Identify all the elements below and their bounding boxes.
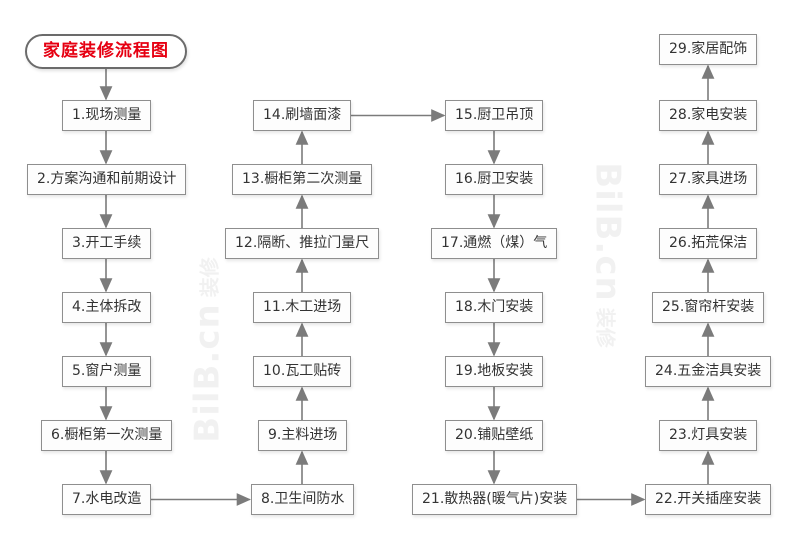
flow-node-n8: 8.卫生间防水	[251, 484, 355, 515]
flow-node-n29: 29.家居配饰	[659, 34, 758, 65]
flow-start-title: 家庭装修流程图	[25, 34, 187, 69]
flow-node-n13: 13.橱柜第二次测量	[232, 164, 373, 195]
watermark-right: BilB.cn 装修	[588, 162, 628, 347]
flow-node-n11: 11.木工进场	[253, 292, 352, 323]
flow-node-n15: 15.厨卫吊顶	[445, 100, 544, 131]
flow-node-n25: 25.窗帘杆安装	[652, 292, 765, 323]
flow-node-n21: 21.散热器(暖气片)安装	[412, 484, 578, 515]
flow-node-n3: 3.开工手续	[62, 228, 152, 259]
flow-node-n6: 6.橱柜第一次测量	[41, 420, 173, 451]
flow-node-n14: 14.刷墙面漆	[253, 100, 352, 131]
watermark-text: BilB.cn	[587, 162, 628, 302]
watermark-text: BilB.cn	[187, 303, 228, 443]
flow-node-n28: 28.家电安装	[659, 100, 758, 131]
flow-node-n19: 19.地板安装	[445, 356, 544, 387]
flow-node-n12: 12.隔断、推拉门量尺	[225, 228, 380, 259]
flow-node-n18: 18.木门安装	[445, 292, 544, 323]
flow-node-n1: 1.现场测量	[62, 100, 152, 131]
flow-node-n4: 4.主体拆改	[62, 292, 152, 323]
flow-node-n2: 2.方案沟通和前期设计	[27, 164, 187, 195]
watermark-subtext: 装修	[594, 307, 619, 348]
flow-node-n17: 17.通燃（煤）气	[431, 228, 558, 259]
watermark-subtext: 装修	[197, 257, 222, 298]
flow-node-n9: 9.主料进场	[258, 420, 348, 451]
flow-node-n10: 10.瓦工贴砖	[253, 356, 352, 387]
flow-node-n7: 7.水电改造	[62, 484, 152, 515]
flow-node-n26: 26.拓荒保洁	[659, 228, 758, 259]
flow-node-n5: 5.窗户测量	[62, 356, 152, 387]
flow-node-n22: 22.开关插座安装	[645, 484, 772, 515]
flow-node-n27: 27.家具进场	[659, 164, 758, 195]
flow-node-n16: 16.厨卫安装	[445, 164, 544, 195]
flow-node-n20: 20.铺贴壁纸	[445, 420, 544, 451]
flow-node-n23: 23.灯具安装	[659, 420, 758, 451]
flow-node-n24: 24.五金洁具安装	[645, 356, 772, 387]
watermark-left: BilB.cn 装修	[188, 257, 228, 442]
